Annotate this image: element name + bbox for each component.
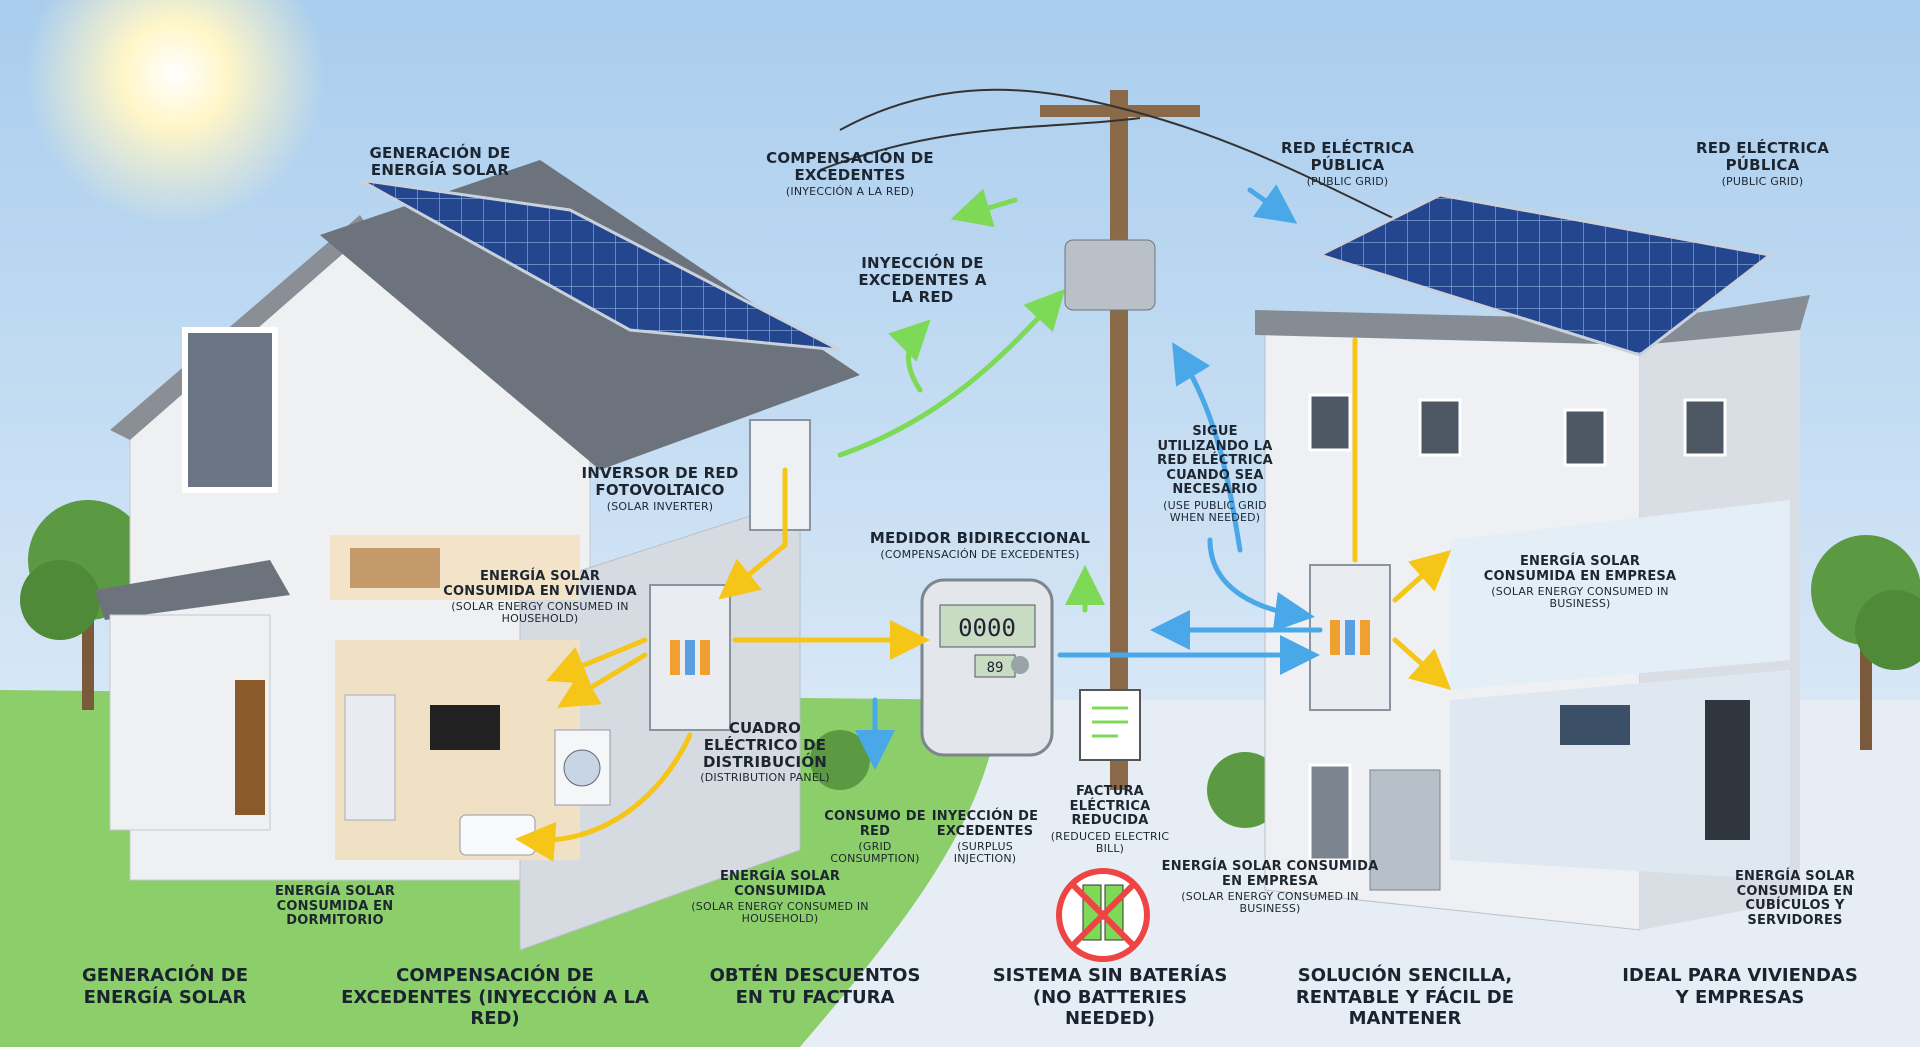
flow-to-bedroom: [546, 637, 648, 684]
flow-injection-loop: [888, 319, 931, 393]
label-reduced-bill: FACTURA ELÉCTRICA REDUCIDA(REDUCED ELECT…: [1050, 784, 1170, 855]
bidirectional-meter[interactable]: 0000 89: [920, 578, 1054, 757]
utility-pole: [819, 88, 1441, 790]
flow-office-upper: [1392, 550, 1452, 603]
footer-item-2: COMPENSACIÓN DE EXCEDENTES (INYECCIÓN A …: [341, 965, 649, 1030]
label-bedroom-consumption: ENERGÍA SOLAR CONSUMIDA EN DORMITORIO: [274, 884, 396, 929]
footer-item-6: IDEAL PARA VIVIENDAS Y EMPRESAS: [1622, 965, 1858, 1008]
office-upper-floor: [1450, 500, 1790, 690]
label-use-grid-when-needed: SIGUE UTILIZANDO LA RED ELÉCTRICA CUANDO…: [1157, 424, 1273, 525]
footer-item-1: GENERACIÓN DE ENERGÍA SOLAR: [82, 965, 248, 1008]
label-grid-consumption: CONSUMO DE RED(GRID CONSUMPTION): [824, 809, 926, 866]
label-inverter: INVERSOR DE RED FOTOVOLTAICO(SOLAR INVER…: [581, 464, 739, 513]
office-solar-panels: [1316, 193, 1774, 357]
footer-item-5: SOLUCIÓN SENCILLA, RENTABLE Y FÁCIL DE M…: [1295, 965, 1515, 1030]
label-public-grid-2: RED ELÉCTRICA PÚBLICA(PUBLIC GRID): [1695, 139, 1830, 188]
flow-public-grid: [1247, 184, 1298, 224]
office-building: [1255, 193, 1810, 931]
flow-compensation: [950, 188, 1018, 227]
label-public-grid-1: RED ELÉCTRICA PÚBLICA(PUBLIC GRID): [1280, 139, 1415, 188]
bush: [1207, 752, 1283, 828]
label-household-consumption-2: ENERGÍA SOLAR CONSUMIDA(SOLAR ENERGY CON…: [691, 869, 869, 926]
no-battery-icon: [1056, 868, 1150, 962]
inverter-box: [749, 419, 811, 531]
label-distribution-panel: CUADRO ELÉCTRICO DE DISTRIBUCIÓN(DISTRIB…: [700, 719, 830, 785]
label-bidirectional-meter: MEDIDOR BIDIRECCIONAL(COMPENSACIÓN DE EX…: [869, 529, 1091, 561]
tree-right: [1811, 535, 1920, 750]
sun-icon: [25, 0, 325, 225]
flow-injection-to-grid: [837, 288, 1066, 458]
label-compensation: COMPENSACIÓN DE EXCEDENTES(INYECCIÓN A L…: [766, 149, 934, 198]
flow-office-lower: [1392, 637, 1452, 690]
flow-to-living: [557, 652, 648, 708]
bill-icon: [1079, 689, 1141, 761]
flow-grid-to-office-panel: [1207, 537, 1315, 632]
house-window: [182, 327, 278, 493]
flow-to-kitchen: [515, 732, 693, 862]
flow-inverter-to-panel: [718, 467, 788, 600]
meter-display-main: 0000: [958, 614, 1016, 642]
transformer: [1064, 239, 1156, 311]
footer-item-3: OBTÉN DESCUENTOS EN TU FACTURA: [709, 965, 921, 1008]
meter-display-sub: 89: [987, 660, 1004, 676]
flow-grid-when-needed: [1172, 342, 1243, 553]
label-business-consumption-top: ENERGÍA SOLAR CONSUMIDA EN EMPRESA(SOLAR…: [1483, 554, 1677, 611]
label-injection-to-grid: INYECCIÓN DE EXCEDENTES A LA RED: [858, 254, 987, 306]
house: [95, 160, 860, 951]
label-cubicles-servers: ENERGÍA SOLAR CONSUMIDA EN CUBÍCULOS Y S…: [1734, 869, 1856, 928]
label-surplus-injection: INYECCIÓN DE EXCEDENTES(SURPLUS INJECTIO…: [931, 809, 1039, 866]
house-solar-panels: [359, 178, 841, 352]
label-business-consumption-bottom: ENERGÍA SOLAR CONSUMIDA EN EMPRESA(SOLAR…: [1161, 859, 1379, 916]
label-solar-generation: GENERACIÓN DE ENERGÍA SOLAR: [369, 144, 511, 179]
house-roof: [320, 160, 860, 470]
footer-item-4: SISTEMA SIN BATERÍAS (NO BATTERIES NEEDE…: [992, 965, 1228, 1030]
label-household-consumption: ENERGÍA SOLAR CONSUMIDA EN VIVIENDA(SOLA…: [443, 569, 637, 626]
